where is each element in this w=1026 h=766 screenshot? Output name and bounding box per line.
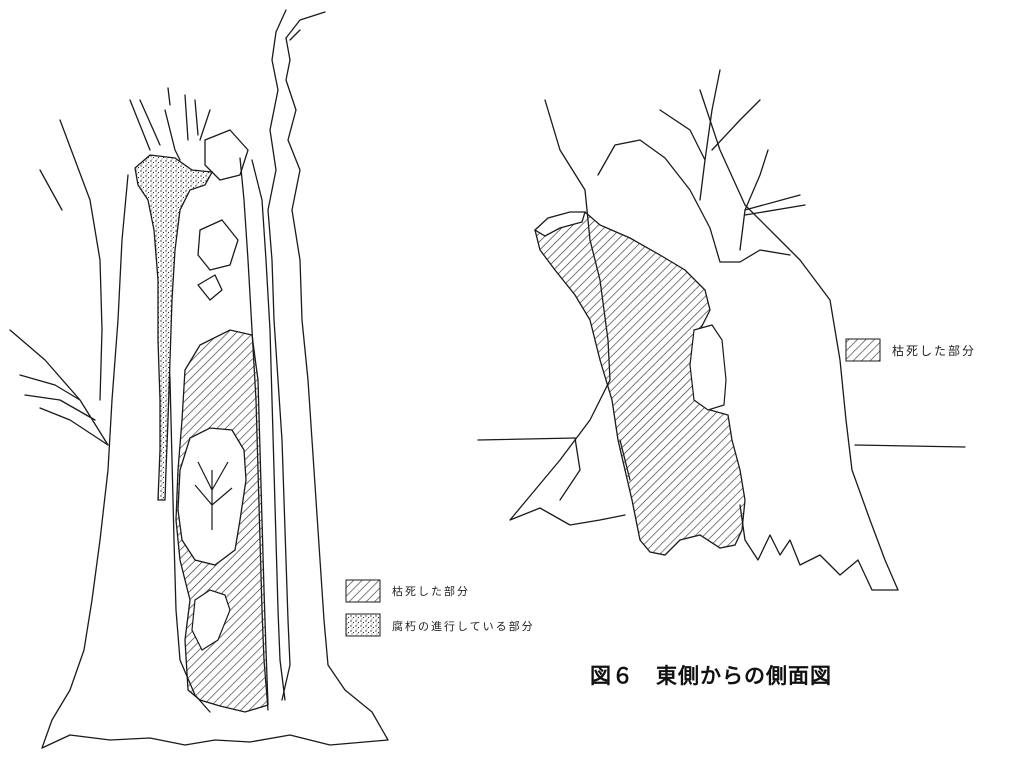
- left-legend-stipple-label: 腐朽の進行している部分: [392, 620, 535, 633]
- left-tree-outer-trunk: [267, 31, 389, 741]
- left-legend-stipple-swatch: [345, 613, 381, 637]
- right-legend-hatch-swatch: [845, 338, 881, 362]
- left-tree-cavity-branches: [194, 461, 233, 530]
- left-tree-bark-patch-3: [197, 274, 223, 301]
- right-tree-trunk-outline: [509, 89, 899, 591]
- left-tree-bark-patch-1: [204, 129, 249, 181]
- left-tree-bark-patch-2: [197, 219, 239, 271]
- left-tree-base: [41, 734, 389, 749]
- right-tree-center-branches: [659, 69, 806, 251]
- right-tree-back-trunk: [597, 139, 791, 263]
- left-tree-drawing: [9, 9, 389, 749]
- right-tree-ground-line: [477, 437, 966, 448]
- right-legend-hatch-label: 枯死した部分: [892, 344, 977, 358]
- left-tree-top-branch: [275, 9, 326, 41]
- left-tree-decay-region: [134, 154, 214, 501]
- left-legend-hatch-swatch: [345, 579, 381, 603]
- right-tree-cut-stub: [533, 211, 586, 237]
- figure-caption: 図６ 東側からの側面図: [590, 664, 832, 688]
- right-tree-roots: [739, 504, 899, 591]
- left-legend-hatch-label: 枯死した部分: [392, 585, 470, 598]
- left-tree-upper-branches: [129, 87, 211, 161]
- left-tree-lower-cavity: [191, 589, 231, 651]
- left-tree-background-trunk: [39, 119, 103, 401]
- right-tree-dead-region: [534, 211, 746, 556]
- right-tree-notch: [689, 324, 727, 411]
- left-tree-side-branches: [9, 329, 109, 446]
